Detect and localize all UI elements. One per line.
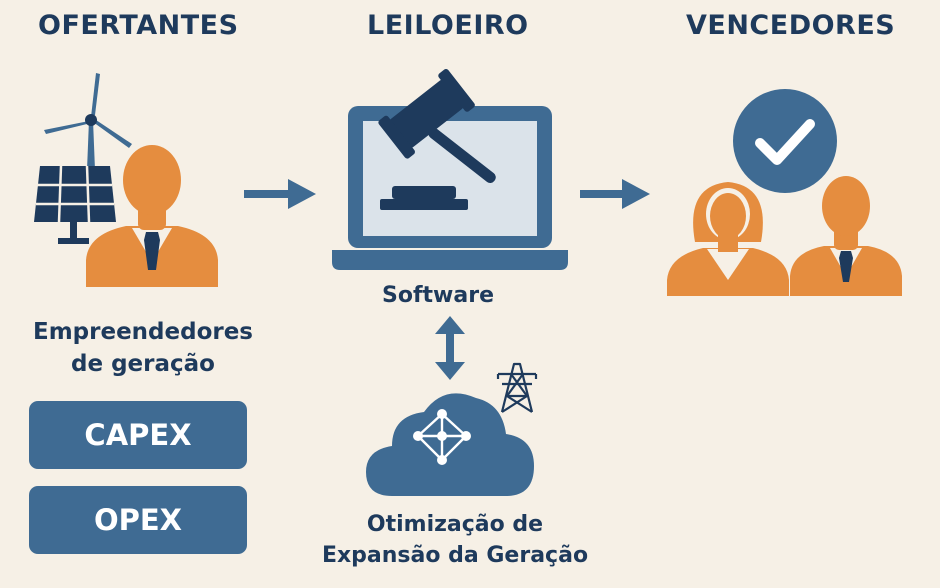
double-arrow-icon — [435, 316, 465, 380]
check-circle-icon — [733, 89, 837, 193]
auctioneer-heading: LEILOEIRO — [367, 10, 529, 41]
solar-panel-icon — [34, 165, 116, 244]
winners-heading: VENCEDORES — [686, 10, 896, 41]
software-label: Software — [382, 283, 494, 308]
gavel-icon — [378, 68, 496, 210]
optimization-label: Otimização de Expansão da Geração — [300, 509, 610, 571]
bidders-label-line2: de geração — [71, 351, 215, 377]
bidders-label: Empreendedores de geração — [18, 316, 268, 380]
capex-pill: CAPEX — [29, 401, 247, 469]
businesswoman-icon — [667, 182, 789, 296]
businessman-icon — [86, 145, 218, 287]
opex-pill: OPEX — [29, 486, 247, 554]
businessman-icon — [790, 176, 902, 296]
arrow-right-icon — [580, 179, 650, 209]
wind-turbine-icon — [44, 73, 132, 170]
bidders-heading: OFERTANTES — [38, 10, 239, 41]
arrow-right-icon — [244, 179, 316, 209]
optimization-label-line2: Expansão da Geração — [321, 543, 589, 568]
bidders-label-line1: Empreendedores — [32, 319, 254, 345]
optimization-label-line1: Otimização de — [366, 512, 544, 537]
transmission-tower-icon — [496, 362, 538, 413]
cloud-network-icon — [366, 393, 534, 496]
